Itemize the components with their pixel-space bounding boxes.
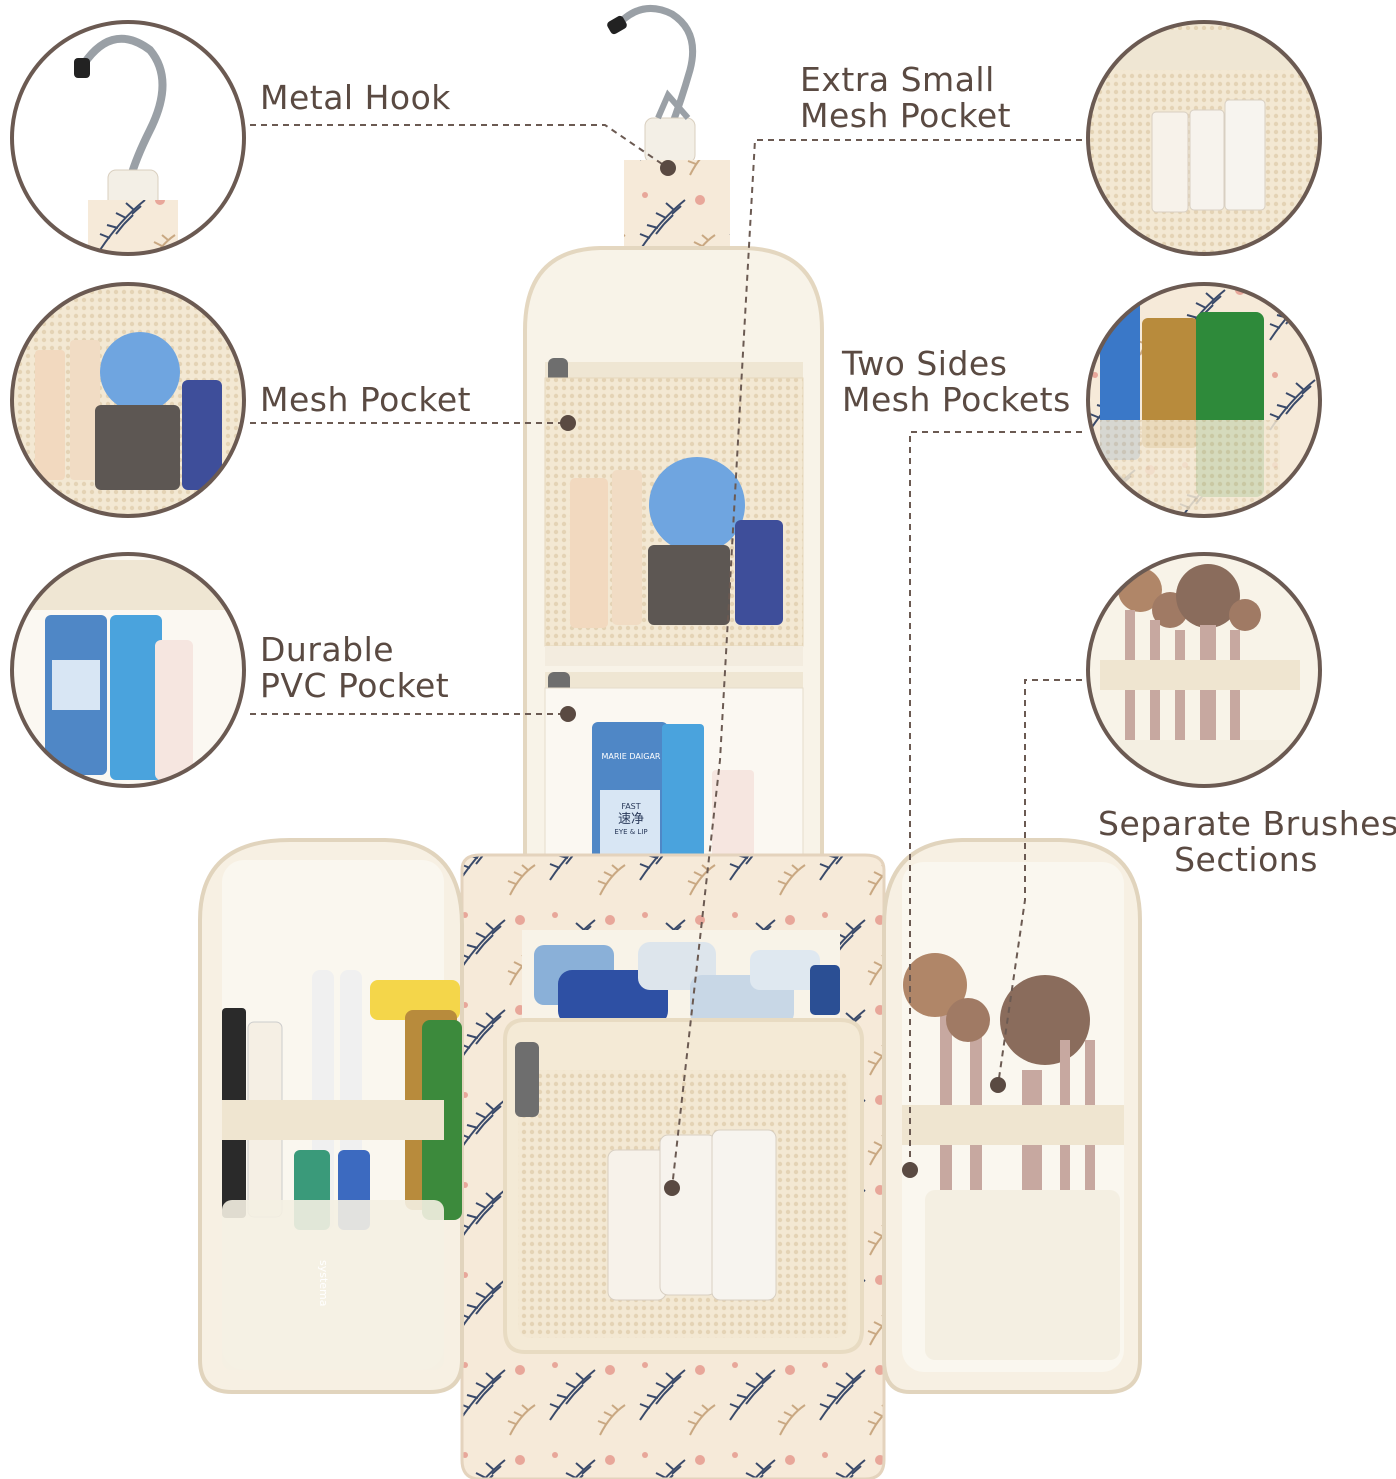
label-mesh-pocket: Mesh Pocket: [260, 382, 471, 418]
metal-hook-detail: [12, 22, 244, 254]
label-separate-brushes-sections: Separate Brushes Sections: [1098, 804, 1396, 879]
label-separate-line1: Separate Brushes: [1098, 804, 1396, 843]
label-two-sides-line1: Two Sides: [842, 344, 1008, 383]
toner-badge: EYE & LIP: [614, 828, 648, 836]
toner-line2: 速净: [617, 812, 644, 827]
brushes-detail: [1088, 554, 1320, 786]
toner-brand: MARIE DAIGAR: [601, 752, 661, 761]
label-extra-small-line1: Extra Small: [800, 60, 995, 99]
label-mesh-pocket-text: Mesh Pocket: [260, 380, 472, 419]
label-two-sides-line2: Mesh Pockets: [842, 380, 1071, 419]
toner-print: MARIE DAIGAR FAST 速净 EYE & LIP: [596, 752, 666, 837]
toner-line1: FAST: [621, 802, 641, 811]
toothbrush-print: systema: [317, 1260, 330, 1307]
label-extra-small-mesh-pocket: Extra Small Mesh Pocket: [800, 62, 1011, 134]
mesh-pocket-detail: [12, 284, 244, 516]
label-durable-line2: PVC Pocket: [260, 666, 450, 705]
label-extra-small-line2: Mesh Pocket: [800, 96, 1012, 135]
label-metal-hook-text: Metal Hook: [260, 78, 451, 117]
label-durable-pvc-pocket: Durable PVC Pocket: [260, 632, 449, 704]
label-durable-line1: Durable: [260, 630, 395, 669]
label-two-sides-mesh-pockets: Two Sides Mesh Pockets: [842, 346, 1071, 418]
label-metal-hook: Metal Hook: [260, 80, 451, 116]
label-separate-line2: Sections: [1174, 840, 1318, 879]
toothbrush-brand: systema: [317, 1260, 330, 1307]
